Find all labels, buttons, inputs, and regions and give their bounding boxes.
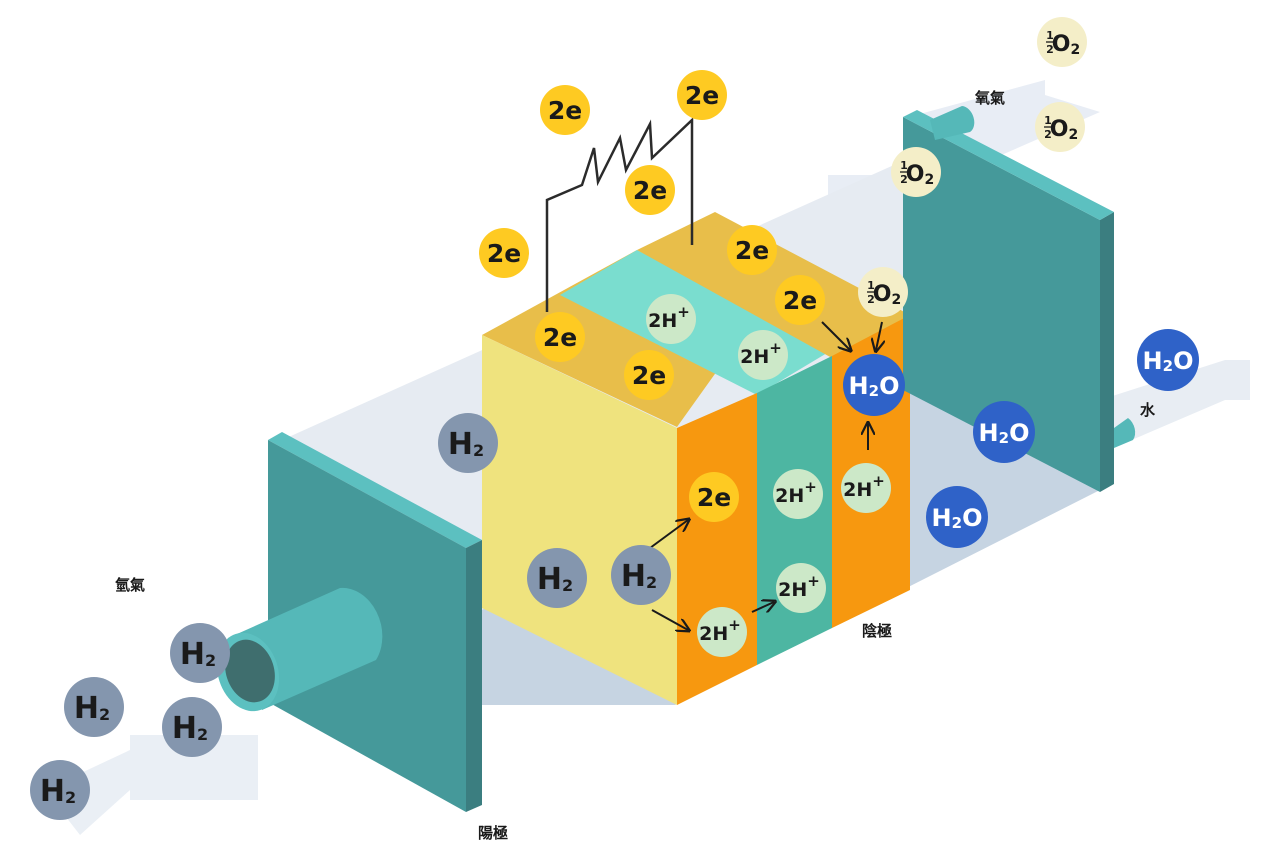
oxygen-half-molecule: 1 2 O2	[891, 147, 941, 197]
water-flow-arrow	[1100, 360, 1250, 445]
water-molecule: H2O	[843, 354, 905, 416]
arrow-proton-to-membrane	[751, 602, 774, 612]
electron: 2e	[479, 228, 529, 278]
water-molecule: H2O	[973, 401, 1035, 463]
svg-text:H2: H2	[40, 774, 76, 809]
proton: 2H+	[773, 469, 823, 519]
svg-text:1: 1	[900, 159, 908, 172]
h2-molecule: H2	[64, 677, 124, 737]
external-circuit-wire	[545, 117, 694, 312]
hydrogen-flow-arrow	[45, 735, 258, 835]
oxygen-half-molecule: 1 2 O2	[1037, 17, 1087, 67]
h2-molecule: H2	[162, 697, 222, 757]
svg-text:2: 2	[900, 173, 908, 186]
svg-text:2e: 2e	[697, 483, 731, 512]
svg-text:1: 1	[1046, 29, 1054, 42]
h2-molecule: H2	[438, 413, 498, 473]
svg-text:2e: 2e	[487, 239, 521, 268]
svg-text:1: 1	[867, 279, 875, 292]
svg-text:H2: H2	[74, 691, 110, 726]
svg-text:2H+: 2H+	[843, 472, 885, 501]
svg-text:O2: O2	[906, 162, 934, 188]
svg-text:2: 2	[1046, 43, 1054, 56]
left-plate-side	[466, 540, 482, 812]
hydrogen-inlet-pipe-hole	[225, 639, 275, 703]
svg-text:H2O: H2O	[1143, 347, 1194, 375]
svg-text:2: 2	[1044, 128, 1052, 141]
electron: 2e	[677, 70, 727, 120]
arrow-oxygen-to-water	[876, 321, 882, 350]
svg-text:H2: H2	[621, 559, 657, 594]
svg-text:2e: 2e	[548, 96, 582, 125]
svg-text:2H+: 2H+	[775, 478, 817, 507]
h2-molecule: H2	[30, 760, 90, 820]
svg-text:O2: O2	[1052, 32, 1080, 58]
electron: 2e	[689, 472, 739, 522]
svg-text:2e: 2e	[685, 81, 719, 110]
water-molecule: H2O	[1137, 329, 1199, 391]
svg-text:H2O: H2O	[979, 419, 1030, 447]
right-plate-top	[903, 110, 1114, 220]
svg-text:2H+: 2H+	[740, 339, 782, 368]
water-outlet-pipe	[1114, 418, 1136, 448]
right-plate-side	[1100, 212, 1114, 492]
svg-text:H2: H2	[172, 711, 208, 746]
h2-molecule: H2	[170, 623, 230, 683]
anode-catalyst-face	[677, 393, 757, 705]
oxygen-half-molecule: 1 2 O2	[858, 267, 908, 317]
arrow-electron-to-water	[821, 321, 850, 350]
h2-molecule: H2	[611, 545, 671, 605]
electron: 2e	[775, 275, 825, 325]
svg-text:2e: 2e	[543, 323, 577, 352]
electron: 2e	[540, 85, 590, 135]
proton: 2H+	[738, 330, 788, 380]
electron: 2e	[727, 225, 777, 275]
svg-text:2e: 2e	[633, 176, 667, 205]
cathode-catalyst-top	[637, 212, 910, 358]
arrow-h2-to-electron	[649, 520, 688, 549]
water-molecule: H2O	[926, 486, 988, 548]
anode-face	[482, 335, 677, 705]
svg-text:H2: H2	[180, 637, 216, 672]
right-plate-front	[903, 117, 1100, 492]
svg-text:H2O: H2O	[932, 504, 983, 532]
svg-text:H2: H2	[448, 427, 484, 462]
proton: 2H+	[776, 563, 826, 613]
water-outlet-label: 水	[1140, 401, 1156, 419]
cathode-label: 陰極	[862, 622, 892, 640]
svg-text:2H+: 2H+	[778, 572, 820, 601]
oxygen-half-molecule: 1 2 O2	[1035, 102, 1085, 152]
svg-text:O2: O2	[1050, 117, 1078, 143]
proton: 2H+	[841, 463, 891, 513]
electron: 2e	[624, 350, 674, 400]
anode-label: 陽極	[478, 824, 508, 842]
svg-text:H2: H2	[537, 562, 573, 597]
proton: 2H+	[646, 294, 696, 344]
svg-text:1: 1	[1044, 114, 1052, 127]
svg-text:2e: 2e	[783, 286, 817, 315]
arrow-h2-to-proton	[651, 609, 688, 630]
svg-text:2e: 2e	[632, 361, 666, 390]
left-plate-top	[268, 432, 482, 548]
h2-molecule: H2	[527, 548, 587, 608]
oxygen-inlet-label: 氧氣	[974, 89, 1005, 107]
svg-text:2H+: 2H+	[699, 616, 741, 645]
proton: 2H+	[697, 607, 747, 657]
oxygen-inlet-pipe	[930, 106, 975, 140]
electron: 2e	[535, 312, 585, 362]
svg-text:2: 2	[867, 293, 875, 306]
svg-text:2H+: 2H+	[648, 303, 690, 332]
hydrogen-inlet-label: 氫氣	[115, 576, 145, 594]
svg-text:O2: O2	[873, 282, 901, 308]
electron: 2e	[625, 165, 675, 215]
svg-text:2e: 2e	[735, 236, 769, 265]
svg-text:H2O: H2O	[849, 372, 900, 400]
